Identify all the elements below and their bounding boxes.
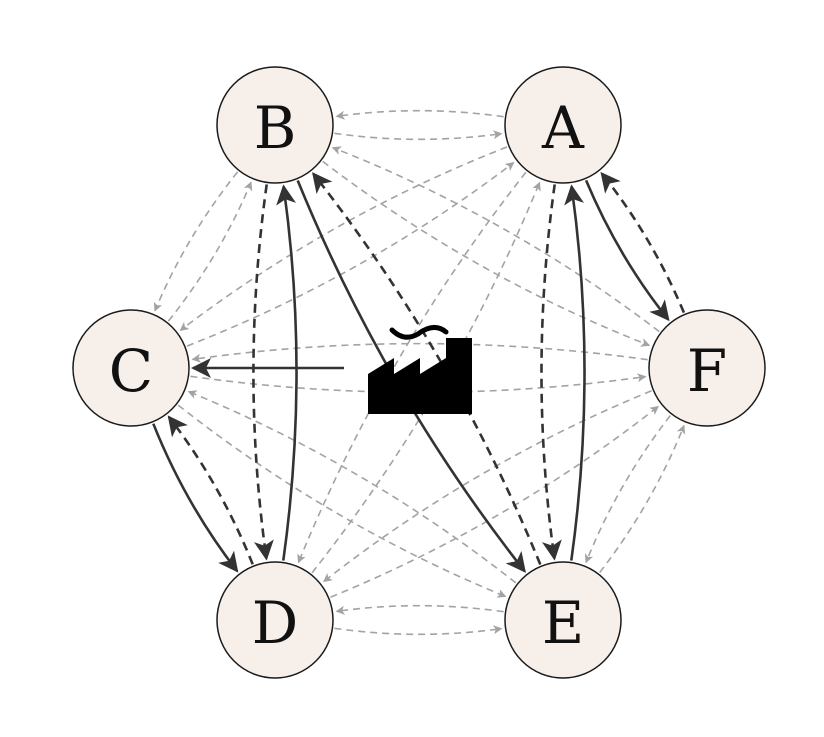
faint-edge-C-A (186, 161, 515, 347)
node-C: C (72, 309, 190, 427)
node-E-label: E (542, 589, 584, 657)
faint-edge-B-A (334, 130, 503, 141)
strong-edge-D-B (276, 184, 298, 561)
faint-edge-E-D (335, 604, 504, 615)
faint-edge-B-C (153, 171, 239, 312)
node-A-circle (504, 66, 622, 184)
faint-edge-D-A (311, 181, 541, 574)
strong-edge-F-A (600, 171, 686, 314)
faint-edge-F-C (191, 342, 648, 363)
strong-edge-A-F (584, 179, 670, 322)
node-B-label: B (254, 94, 297, 162)
faint-edge-E-F (599, 424, 686, 573)
node-D-label: D (252, 589, 299, 657)
node-C-label: C (109, 337, 153, 405)
strong-edge-B-D (252, 184, 274, 561)
node-D-circle (216, 561, 334, 679)
node-F: F (648, 309, 766, 427)
faint-edge-D-E (334, 625, 503, 636)
faint-edge-F-D (322, 390, 652, 583)
faint-edge-A-B (335, 109, 504, 120)
strong-edge-A-E (540, 184, 562, 561)
strong-edges-layer (152, 171, 686, 573)
strong-edge-E-B (312, 172, 542, 565)
node-F-circle (648, 309, 766, 427)
node-B: B (216, 66, 334, 184)
faint-edge-C-B (167, 181, 253, 322)
faint-edge-A-D (297, 171, 527, 564)
node-E-circle (504, 561, 622, 679)
factory-icon (368, 325, 472, 414)
faint-edge-D-F (330, 405, 660, 598)
strong-edge-E-A (564, 184, 586, 561)
faint-edge-B-F (322, 160, 651, 347)
node-C-circle (72, 309, 190, 427)
faint-edge-F-E (584, 415, 671, 564)
node-A: A (504, 66, 622, 184)
nodes-layer: A B C D E F (72, 66, 766, 679)
faint-edge-E-C (187, 390, 517, 584)
node-E: E (504, 561, 622, 679)
faint-edge-F-B (331, 146, 660, 333)
node-A-label: A (541, 94, 585, 162)
faint-edge-A-C (179, 146, 508, 332)
strong-edge-C-D (152, 423, 239, 573)
node-D: D (216, 561, 334, 679)
node-F-label: F (687, 337, 727, 405)
faint-edge-C-E (177, 404, 507, 598)
strong-edge-D-C (167, 415, 254, 565)
node-B-circle (216, 66, 334, 184)
